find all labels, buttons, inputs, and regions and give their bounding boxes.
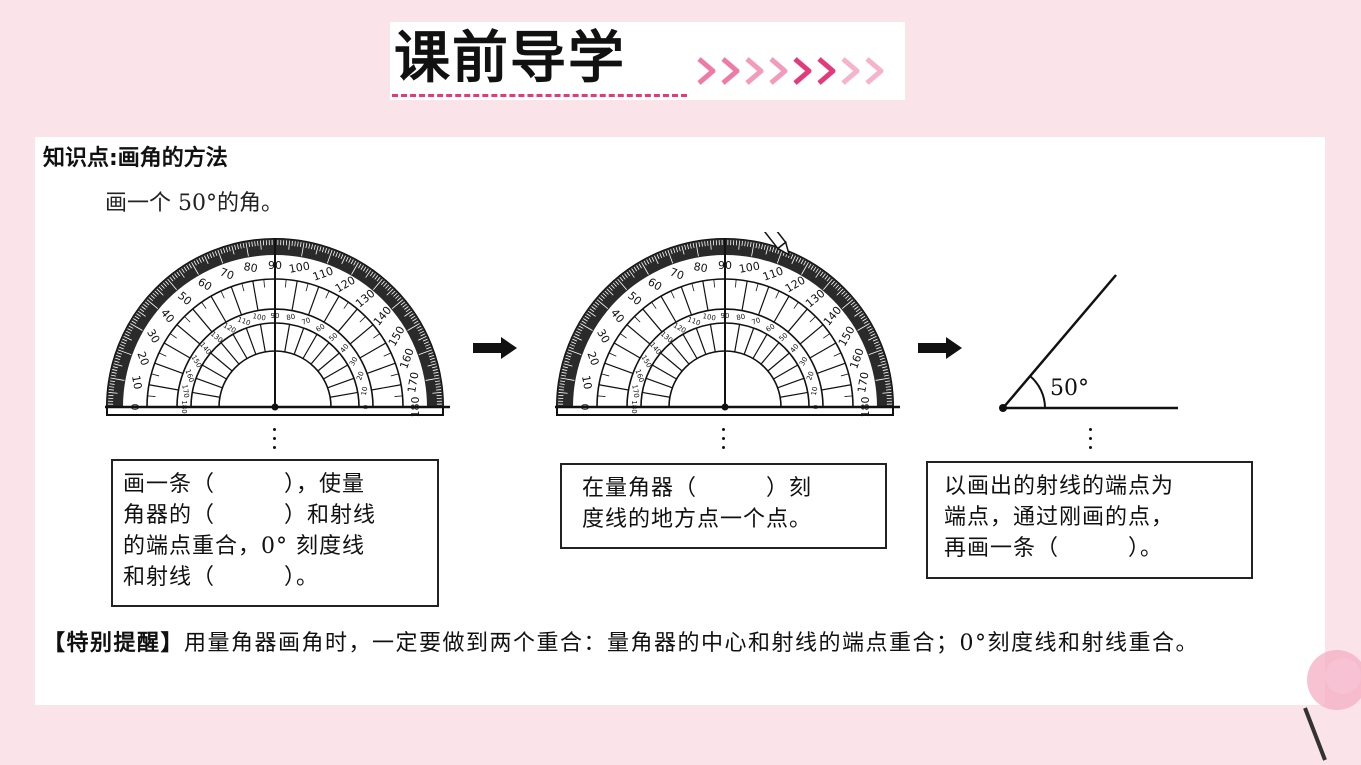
outer-scale-label: 70 [668,266,686,283]
dots-connector [273,428,277,454]
chevrons-decoration [697,57,884,85]
step-box-3: 以画出的射线的端点为 端点，通过刚画的点， 再画一条（ ）。 [926,461,1253,579]
outer-scale-label: 20 [134,350,151,368]
outer-scale-label: 170 [405,371,421,394]
outer-scale-label: 170 [855,371,871,394]
reminder-label: 【特别提醒】 [43,631,185,656]
angle-figure: 50° [999,274,1178,412]
step-box-2: 在量角器（ ）刻 度线的地方点一个点。 [560,463,887,549]
banner: 课前导学 [390,22,905,100]
outer-scale-label: 60 [195,275,214,293]
inner-scale-label: 10 [810,386,819,396]
inner-scale-label: 50 [778,331,790,343]
arrow-right-icon [473,337,517,359]
reminder-text: 用量角器画角时，一定要做到两个重合：量角器的中心和射线的端点重合；0°刻度线和射… [184,631,1200,656]
step-line: 度线的地方点一个点。 [582,507,813,532]
angle-label: 50° [1050,376,1089,401]
outer-scale-label: 80 [243,260,259,275]
angle-arc [1029,375,1046,409]
inner-scale-label: 30 [348,356,359,368]
banner-dash-line [392,94,687,97]
banner-title: 课前导学 [394,26,626,91]
pencil-icon [754,232,791,257]
dots-connector [722,428,726,454]
outer-scale-label: 70 [218,266,236,283]
inner-scale-label: 170 [180,384,190,399]
corner-decoration [1303,650,1361,761]
ray-slanted [1002,274,1117,409]
protractor-1: 0180101702016030150401405013060120701108… [105,238,450,417]
inner-scale-label: 40 [789,343,801,355]
task-text: 画一个 50°的角。 [105,191,283,216]
step-line: 角器的（ ）和射线 [123,503,377,528]
outer-scale-label: 80 [693,260,709,275]
inner-scale-label: 50 [328,331,340,343]
outer-scale-label: 10 [129,374,144,390]
inner-scale-label: 80 [286,313,296,322]
center-point [721,403,729,411]
inner-scale-label: 20 [355,370,366,381]
outer-scale-label: 30 [594,327,612,346]
inner-scale-label: 60 [315,322,327,333]
step-line: 和射线（ ）。 [123,565,320,590]
protractor-2: 0180101702016030150401405013060120701108… [555,232,900,417]
inner-scale-label: 10 [360,386,369,396]
outer-scale-label: 30 [144,327,162,346]
dots-connector [1089,428,1093,454]
knowledge-point-title: 知识点:画角的方法 [43,146,228,171]
step-line: 画一条（ ），使量 [123,472,366,497]
outer-scale-label: 10 [579,374,594,390]
inner-scale-label: 30 [798,356,809,368]
step-box-1: 画一条（ ），使量 角器的（ ）和射线 的端点重合，0° 刻度线 和射线（ ）。 [111,459,439,607]
inner-scale-label: 70 [751,316,762,327]
outer-scale-label: 20 [584,350,601,368]
outer-scale-label: 60 [645,275,664,293]
vertex-point [999,404,1007,412]
inner-scale-label: 100 [252,312,267,322]
outer-scale-label: 100 [288,259,311,275]
inner-scale-label: 60 [765,322,777,333]
outer-scale-label: 100 [738,259,761,275]
step-line: 在量角器（ ）刻 [582,476,813,501]
content-card: 知识点:画角的方法 画一个 50°的角。 0180101702016030150… [35,137,1325,705]
inner-scale-label: 70 [301,316,312,327]
step-line: 以画出的射线的端点为 [944,474,1175,499]
step-line: 端点，通过刚画的点， [944,505,1175,530]
center-point [271,403,279,411]
step-line: 再画一条（ ）。 [944,536,1164,561]
inner-scale-label: 170 [630,384,640,399]
inner-scale-label: 40 [339,343,351,355]
arrow-right-icon [918,337,962,359]
inner-scale-label: 80 [736,313,746,322]
special-reminder: 【特别提醒】用量角器画角时，一定要做到两个重合：量角器的中心和射线的端点重合；0… [43,619,1318,669]
inner-scale-label: 20 [805,370,816,381]
inner-scale-label: 100 [702,312,717,322]
step-line: 的端点重合，0° 刻度线 [123,534,365,559]
